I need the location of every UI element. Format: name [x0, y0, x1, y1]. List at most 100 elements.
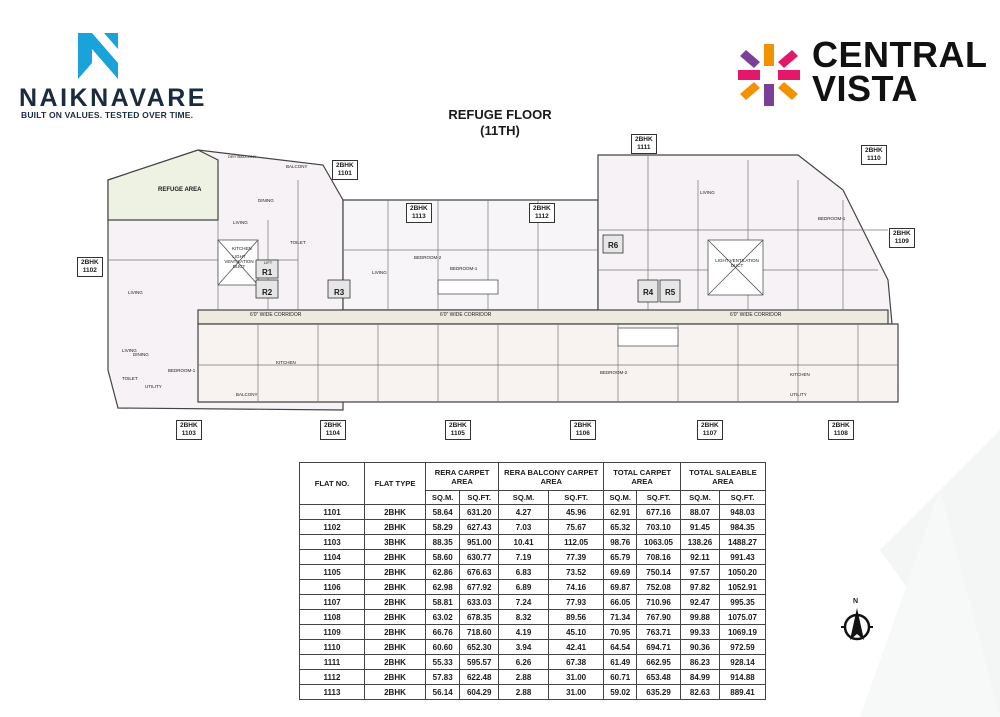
room-label: DRY BALCONY: [228, 154, 257, 159]
room-label: LIVING: [233, 220, 248, 225]
corridor-label-right: 6'0" WIDE CORRIDOR: [730, 312, 782, 318]
north-compass-icon: [841, 608, 873, 641]
table-cell: 6.83: [498, 564, 549, 580]
table-cell: 1488.27: [718, 534, 767, 550]
background-watermark: [860, 430, 1000, 717]
table-cell: 97.57: [679, 564, 720, 580]
table-cell: 91.45: [679, 519, 720, 535]
table-cell: 86.23: [679, 654, 720, 670]
table-cell: 2BHK: [364, 624, 426, 640]
table-cell: 62.98: [424, 579, 461, 595]
table-cell: 98.76: [603, 534, 638, 550]
table-cell: 677.92: [459, 579, 500, 595]
table-cell: 3BHK: [364, 534, 426, 550]
table-cell: 73.52: [547, 564, 605, 580]
table-cell: 2BHK: [364, 504, 426, 520]
table-cell: 45.96: [547, 504, 605, 520]
table-cell: 2.88: [498, 669, 549, 685]
table-cell: 1110: [299, 639, 365, 655]
table-cell: 677.16: [636, 504, 681, 520]
table-cell: 69.69: [603, 564, 638, 580]
table-cell: 74.16: [547, 579, 605, 595]
room-label: BEDROOM-1: [818, 216, 846, 221]
table-cell: 99.33: [679, 624, 720, 640]
room-label: TOILET: [290, 240, 306, 245]
table-cell: 708.16: [636, 549, 681, 565]
table-cell: 58.64: [424, 504, 461, 520]
table-cell: 2BHK: [364, 669, 426, 685]
table-cell: 112.05: [547, 534, 605, 550]
header-sqm: SQ.M.: [498, 490, 549, 505]
header-flat-no: FLAT NO.: [299, 462, 365, 505]
lift-r1: R1: [262, 268, 273, 277]
table-cell: 82.63: [679, 684, 720, 700]
project-name-line1: CENTRAL: [812, 34, 988, 75]
table-cell: 77.93: [547, 594, 605, 610]
table-cell: 66.76: [424, 624, 461, 640]
table-cell: 1105: [299, 564, 365, 580]
project-name: CENTRAL VISTA: [812, 34, 988, 109]
room-label: BEDROOM-2: [414, 255, 442, 260]
table-cell: 71.34: [603, 609, 638, 625]
ventilation-label-right: LIGHT VENTILATION DUCT: [715, 258, 759, 268]
floor-plan: [107, 149, 899, 411]
header-sqm: SQ.M.: [679, 490, 720, 505]
room-label: DINING: [133, 352, 149, 357]
table-cell: 75.67: [547, 519, 605, 535]
table-cell: 6.26: [498, 654, 549, 670]
table-cell: 31.00: [547, 684, 605, 700]
table-cell: 31.00: [547, 669, 605, 685]
plan-title: REFUGE FLOOR (11TH): [430, 107, 570, 139]
table-cell: 889.41: [718, 684, 767, 700]
table-cell: 1107: [299, 594, 365, 610]
table-cell: 595.57: [459, 654, 500, 670]
table-cell: 676.63: [459, 564, 500, 580]
table-cell: 88.35: [424, 534, 461, 550]
header-sqft: SQ.FT.: [718, 490, 767, 505]
header-rera-carpet: RERA CARPET AREA: [424, 462, 500, 491]
table-cell: 1111: [299, 654, 365, 670]
header-sqm: SQ.M.: [424, 490, 461, 505]
room-label: KITCHEN: [276, 360, 296, 365]
table-cell: 7.19: [498, 549, 549, 565]
compass-label: N: [853, 598, 859, 605]
table-cell: 1075.07: [718, 609, 767, 625]
header-total-carpet: TOTAL CARPET AREA: [603, 462, 681, 491]
corridor-label-left: 6'0" WIDE CORRIDOR: [250, 312, 302, 318]
table-cell: 1112: [299, 669, 365, 685]
table-cell: 99.88: [679, 609, 720, 625]
table-cell: 752.08: [636, 579, 681, 595]
table-cell: 718.60: [459, 624, 500, 640]
table-cell: 57.83: [424, 669, 461, 685]
table-cell: 635.29: [636, 684, 681, 700]
table-cell: 662.95: [636, 654, 681, 670]
table-cell: 61.49: [603, 654, 638, 670]
table-cell: 703.10: [636, 519, 681, 535]
table-cell: 62.86: [424, 564, 461, 580]
table-cell: 3.94: [498, 639, 549, 655]
table-cell: 630.77: [459, 549, 500, 565]
table-cell: 58.29: [424, 519, 461, 535]
table-cell: 1063.05: [636, 534, 681, 550]
room-label: BEDROOM-1: [168, 368, 196, 373]
table-cell: 65.32: [603, 519, 638, 535]
table-cell: 928.14: [718, 654, 767, 670]
lift-r5: R5: [665, 288, 676, 297]
table-cell: 1050.20: [718, 564, 767, 580]
room-label: LIVING: [122, 348, 137, 353]
table-cell: 627.43: [459, 519, 500, 535]
project-name-line2: VISTA: [812, 68, 918, 109]
